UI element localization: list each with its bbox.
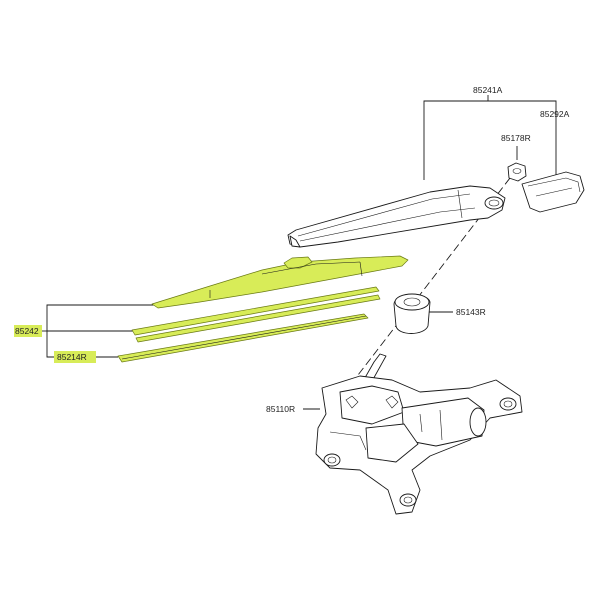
pivot-cap-hole (403, 297, 421, 307)
wiper-blade-connector (283, 256, 313, 269)
arm-head-cap-groove (535, 187, 573, 197)
label-85214r-highlight (54, 351, 96, 363)
motor-detail-line-2 (439, 409, 443, 441)
nut-hex (507, 162, 527, 182)
wiper-blade-strip-upper (131, 286, 381, 343)
motor-lower-body (365, 423, 419, 463)
label-85242-highlight (14, 325, 42, 337)
wiper-arm-pivot-inner (488, 199, 500, 207)
motor-detail-bolt-2 (385, 395, 399, 409)
wiper-blade-frame-ridge (261, 261, 361, 275)
wiper-motor (315, 353, 523, 515)
wiper-arm (287, 185, 506, 248)
motor-detail-bolt-1 (345, 395, 359, 409)
leader-lines (38, 95, 557, 410)
mount-boss-left (323, 453, 341, 467)
blade-rubber-body (117, 313, 369, 363)
mount-boss-right (499, 397, 517, 411)
mount-boss-bottom (399, 493, 417, 507)
wiper-blade-clip-2 (359, 261, 363, 277)
wiper-arm-tip (289, 235, 301, 248)
label-85214r: 85214R (57, 352, 87, 362)
motor-detail-line-3 (329, 431, 367, 451)
arm-head-cap-edge (527, 177, 581, 193)
wiper-blade-frame (151, 255, 409, 309)
nut (507, 162, 527, 182)
label-85241a: 85241A (473, 85, 503, 95)
wiper-arm-pivot-hole (484, 196, 504, 210)
nut-bore (512, 168, 522, 174)
wiper-blade-rubber (117, 313, 369, 363)
motor-detail-line-1 (419, 413, 423, 433)
label-85292a: 85292A (540, 109, 570, 119)
pivot-cap (393, 293, 431, 334)
label-85242: 85242 (15, 326, 39, 336)
wiper-arm-edge (297, 193, 471, 237)
mount-boss-left-hole (327, 456, 337, 464)
motor-end-cap (469, 407, 487, 437)
leader-85241a (423, 100, 557, 180)
label-85110r: 85110R (266, 404, 295, 414)
mount-boss-bottom-hole (403, 496, 413, 504)
label-85178r: 85178R (501, 133, 531, 143)
wiper-arm-body (287, 185, 506, 248)
blade-strip-upper-outer (131, 286, 380, 336)
part-labels: 85241A 85292A 85178R 85143R 85242 85214R… (15, 85, 570, 414)
wiper-arm-rib (457, 189, 463, 219)
blade-strip-upper-inner (135, 294, 381, 343)
wiper-arm-edge-lower (299, 207, 476, 242)
pivot-cap-top (394, 293, 430, 311)
arm-head-cap (521, 171, 585, 213)
label-85143r: 85143R (456, 307, 486, 317)
blade-rubber-edge (121, 315, 367, 360)
wiper-blade-frame-body (151, 255, 409, 309)
mount-boss-right-hole (503, 400, 513, 408)
